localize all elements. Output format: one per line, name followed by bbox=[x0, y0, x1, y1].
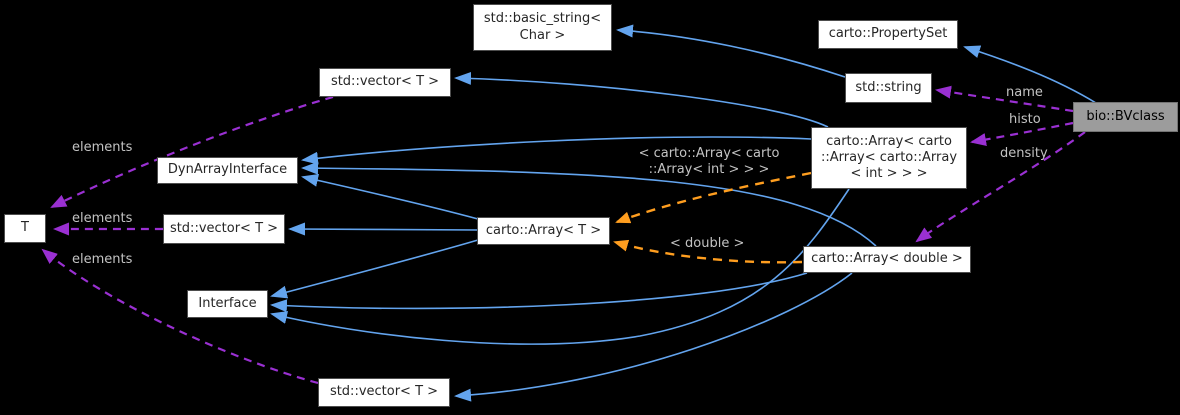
edge-arraynested-to-vectortop bbox=[454, 71, 829, 128]
node-t[interactable]: T bbox=[4, 214, 46, 243]
edge-label-elements-bottom: elements bbox=[72, 252, 133, 267]
node-bvclass[interactable]: bio::BVclass bbox=[1073, 102, 1178, 132]
edge-bvclass-histo-to-arraynested bbox=[970, 121, 1074, 146]
edge-arraydouble-template-to-arrayt bbox=[613, 239, 803, 264]
node-array-t[interactable]: carto::Array< T > bbox=[477, 217, 610, 245]
node-basic-string[interactable]: std::basic_string< Char > bbox=[473, 4, 612, 51]
edge-arraynested-template-to-arrayt bbox=[615, 171, 812, 224]
edge-label-elements-top: elements bbox=[72, 140, 133, 155]
node-dyn-array-interface[interactable]: DynArrayInterface bbox=[157, 157, 298, 184]
edge-arraydouble-to-vectorbottom bbox=[454, 272, 853, 402]
node-vector-bottom[interactable]: std::vector< T > bbox=[318, 378, 450, 407]
node-array-double[interactable]: carto::Array< double > bbox=[803, 246, 971, 273]
edge-arraydouble-to-dynarray bbox=[301, 161, 877, 247]
edge-arraydouble-to-interface bbox=[270, 272, 808, 313]
edge-arrayt-to-dynarray bbox=[301, 173, 479, 220]
edge-arrayt-to-interface bbox=[270, 239, 479, 299]
node-vector-mid[interactable]: std::vector< T > bbox=[163, 214, 285, 244]
node-std-string[interactable]: std::string bbox=[845, 73, 932, 103]
edge-label-template-double: < double > bbox=[670, 236, 745, 251]
edge-label-density: density bbox=[1000, 146, 1048, 161]
node-vector-top[interactable]: std::vector< T > bbox=[319, 68, 451, 97]
edge-arraynested-to-dynarray bbox=[301, 136, 812, 165]
edge-bvclass-to-propertyset bbox=[963, 45, 1097, 104]
edge-stdstring-to-basicstring bbox=[616, 24, 846, 78]
edge-label-elements-mid: elements bbox=[72, 211, 133, 226]
edge-arraynested-to-interface bbox=[270, 188, 850, 345]
edge-label-template-nested: < carto::Array< carto ::Array< int > > > bbox=[638, 146, 780, 177]
edge-label-histo: histo bbox=[1009, 112, 1041, 127]
node-interface[interactable]: Interface bbox=[187, 290, 268, 318]
node-property-set[interactable]: carto::PropertySet bbox=[818, 20, 958, 49]
edge-vectortop-elements-to-t bbox=[50, 95, 334, 208]
edge-vectorbottom-elements-to-t bbox=[41, 248, 319, 385]
edge-label-name: name bbox=[1006, 85, 1043, 100]
edge-arrayt-to-vectormid bbox=[288, 222, 479, 236]
edge-bvclass-name-to-stdstring bbox=[935, 85, 1074, 113]
node-array-nested[interactable]: carto::Array< carto ::Array< carto::Arra… bbox=[811, 127, 967, 189]
edge-bvclass-density-to-arraydouble bbox=[915, 131, 1086, 243]
